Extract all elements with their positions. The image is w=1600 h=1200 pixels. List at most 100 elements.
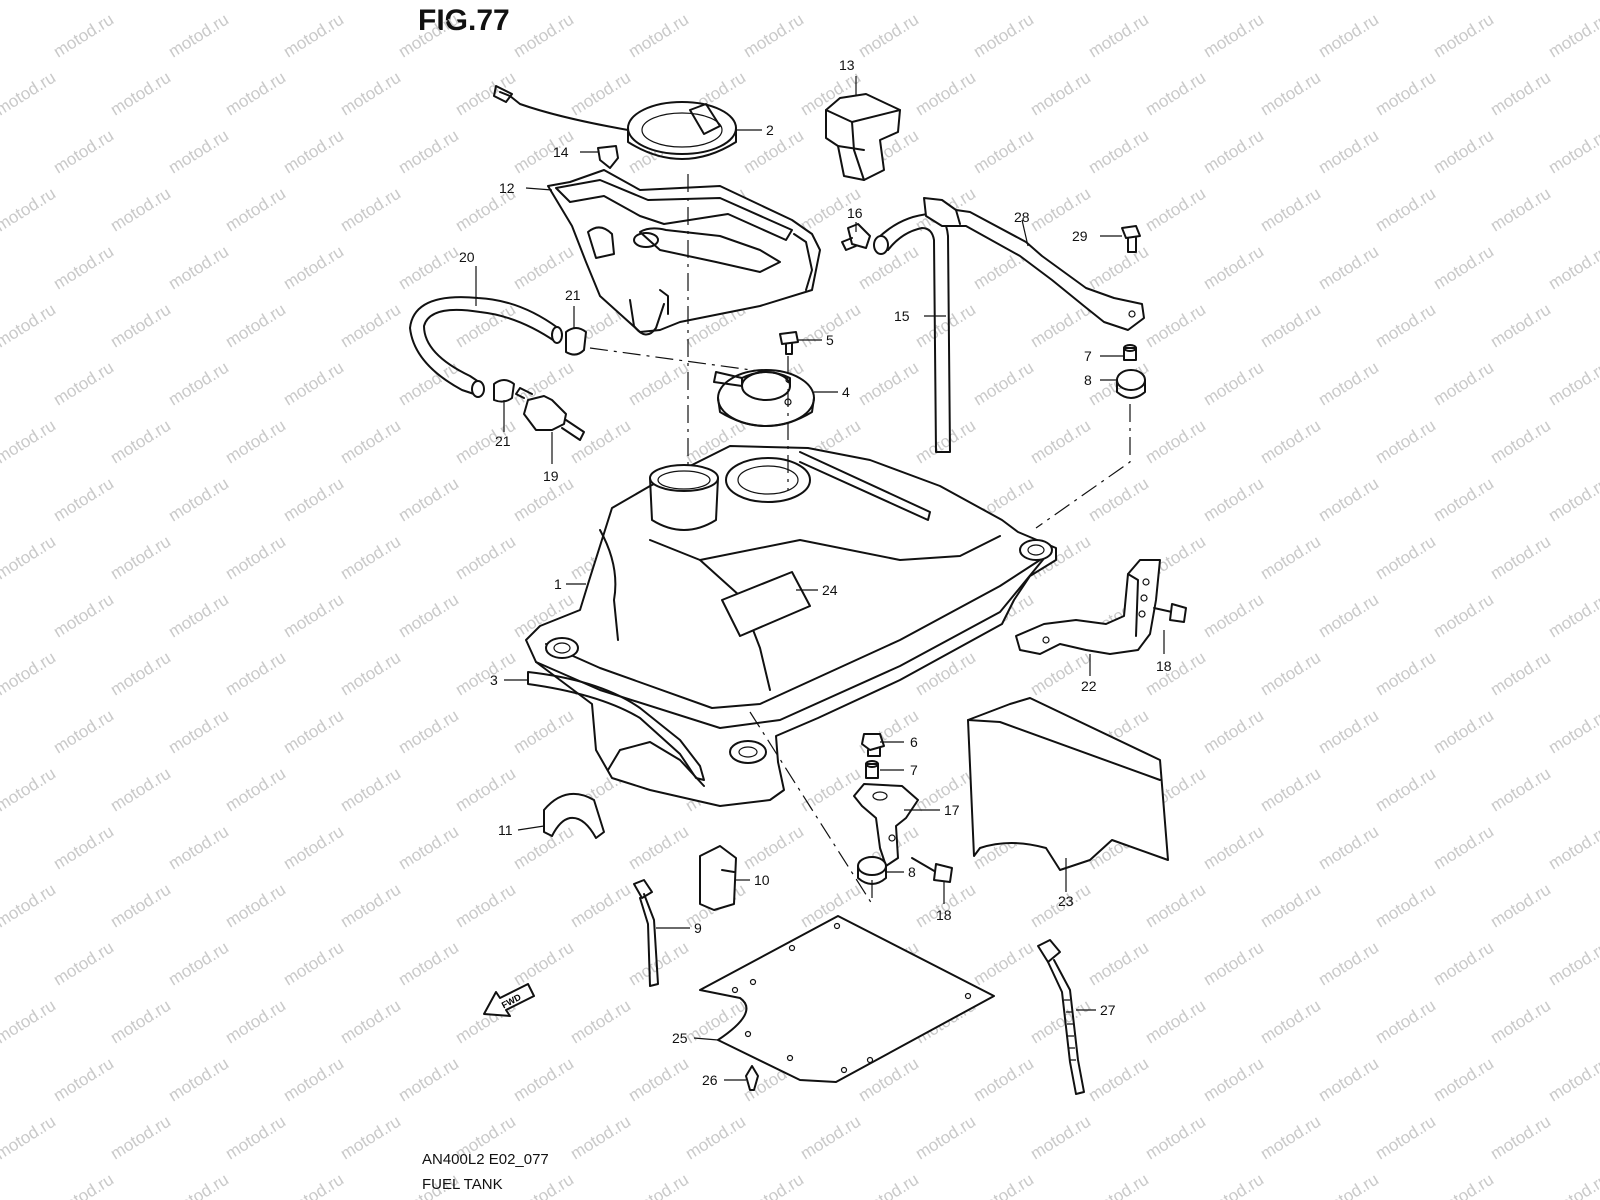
- watermark-text: motod.ru: [165, 358, 232, 410]
- watermark-text: motod.ru: [222, 68, 289, 120]
- watermark-text: motod.ru: [0, 996, 59, 1048]
- watermark-text: motod.ru: [280, 590, 347, 642]
- callout-23: 23: [1058, 893, 1074, 909]
- watermark-text: motod.ru: [50, 10, 117, 62]
- model-code: AN400L2 E02_077: [422, 1151, 549, 1168]
- watermark-text: motod.ru: [165, 706, 232, 758]
- watermark-text: motod.ru: [395, 938, 462, 990]
- callout-2: 2: [766, 122, 774, 138]
- part-fuel-pump-plate: [713, 369, 815, 427]
- watermark-text: motod.ru: [0, 938, 2, 990]
- watermark-text: motod.ru: [280, 938, 347, 990]
- watermark-text: motod.ru: [912, 68, 979, 120]
- watermark-text: motod.ru: [395, 10, 462, 62]
- watermark-text: motod.ru: [510, 1170, 577, 1200]
- watermark-text: motod.ru: [1372, 996, 1439, 1048]
- watermark-text: motod.ru: [222, 1112, 289, 1164]
- watermark-text: motod.ru: [0, 10, 2, 62]
- watermark-text: motod.ru: [165, 126, 232, 178]
- watermark-text: motod.ru: [1487, 880, 1554, 932]
- watermark-text: motod.ru: [0, 68, 59, 120]
- watermark-text: motod.ru: [107, 764, 174, 816]
- assembly-guide-lines: [589, 174, 1131, 905]
- watermark-text: motod.ru: [0, 706, 2, 758]
- watermark-text: motod.ru: [452, 880, 519, 932]
- part-mat-25: [699, 915, 995, 1083]
- watermark-text: motod.ru: [912, 300, 979, 352]
- watermark-text: motod.ru: [0, 822, 2, 874]
- watermark-text: motod.ru: [50, 1054, 117, 1106]
- watermark-text: motod.ru: [567, 1112, 634, 1164]
- watermark-text: motod.ru: [222, 764, 289, 816]
- watermark-text: motod.ru: [1200, 938, 1267, 990]
- callout-5: 5: [826, 332, 834, 348]
- watermark-text: motod.ru: [50, 126, 117, 178]
- part-collar-7-top: [1123, 344, 1137, 361]
- callout-3: 3: [490, 672, 498, 688]
- part-screw-5: [779, 331, 799, 355]
- watermark-text: motod.ru: [1430, 474, 1497, 526]
- watermark-text: motod.ru: [337, 764, 404, 816]
- watermark-text: motod.ru: [107, 68, 174, 120]
- part-valve-19: [515, 387, 585, 441]
- watermark-text: motod.ru: [1200, 10, 1267, 62]
- part-stay-28: [923, 197, 1145, 331]
- watermark-text: motod.ru: [395, 706, 462, 758]
- callout-21-bottom: 21: [495, 433, 511, 449]
- watermark-text: motod.ru: [222, 880, 289, 932]
- watermark-text: motod.ru: [1142, 68, 1209, 120]
- watermark-text: motod.ru: [0, 764, 59, 816]
- watermark-text: motod.ru: [1430, 1054, 1497, 1106]
- watermark-text: motod.ru: [1142, 648, 1209, 700]
- watermark-text: motod.ru: [1372, 1112, 1439, 1164]
- watermark-text: motod.ru: [337, 996, 404, 1048]
- callout-16: 16: [847, 205, 863, 221]
- watermark-text: motod.ru: [1315, 126, 1382, 178]
- watermark-text: motod.ru: [510, 242, 577, 294]
- watermark-text: motod.ru: [1200, 590, 1267, 642]
- watermark-text: motod.ru: [1142, 0, 1209, 3]
- watermark-text: motod.ru: [567, 68, 634, 120]
- watermark-text: motod.ru: [855, 10, 922, 62]
- watermark-text: motod.ru: [280, 242, 347, 294]
- watermark-text: motod.ru: [970, 1054, 1037, 1106]
- watermark-text: motod.ru: [797, 1112, 864, 1164]
- part-cover-13: [825, 93, 901, 181]
- watermark-text: motod.ru: [1085, 1054, 1152, 1106]
- watermark-text: motod.ru: [1487, 416, 1554, 468]
- watermark-text: motod.ru: [1430, 1170, 1497, 1200]
- part-clip-26: [745, 1065, 759, 1091]
- callout-25: 25: [672, 1030, 688, 1046]
- watermark-text: motod.ru: [337, 1112, 404, 1164]
- watermark-text: motod.ru: [222, 184, 289, 236]
- watermark-text: motod.ru: [1257, 532, 1324, 584]
- part-bolt-29: [1121, 225, 1141, 253]
- watermark-text: motod.ru: [107, 0, 174, 3]
- watermark-text: motod.ru: [1027, 416, 1094, 468]
- watermark-text: motod.ru: [165, 938, 232, 990]
- watermark-text: motod.ru: [50, 822, 117, 874]
- watermark-text: motod.ru: [912, 880, 979, 932]
- watermark-text: motod.ru: [337, 532, 404, 584]
- callout-6: 6: [910, 734, 918, 750]
- watermark-text: motod.ru: [1430, 10, 1497, 62]
- watermark-text: motod.ru: [395, 590, 462, 642]
- watermark-text: motod.ru: [1372, 416, 1439, 468]
- part-collar-7-lower: [865, 760, 879, 779]
- watermark-text: motod.ru: [1257, 300, 1324, 352]
- watermark-text: motod.ru: [682, 1112, 749, 1164]
- watermark-text: motod.ru: [1142, 880, 1209, 932]
- watermark-text: motod.ru: [337, 880, 404, 932]
- watermark-text: motod.ru: [510, 1054, 577, 1106]
- watermark-text: motod.ru: [107, 184, 174, 236]
- watermark-text: motod.ru: [395, 242, 462, 294]
- part-bracket-17: [853, 783, 919, 867]
- watermark-text: motod.ru: [625, 358, 692, 410]
- watermark-text: motod.ru: [1372, 300, 1439, 352]
- watermark-text: motod.ru: [1487, 300, 1554, 352]
- watermark-text: motod.ru: [1257, 880, 1324, 932]
- watermark-text: motod.ru: [1487, 0, 1554, 3]
- watermark-text: motod.ru: [0, 474, 2, 526]
- watermark-text: motod.ru: [395, 126, 462, 178]
